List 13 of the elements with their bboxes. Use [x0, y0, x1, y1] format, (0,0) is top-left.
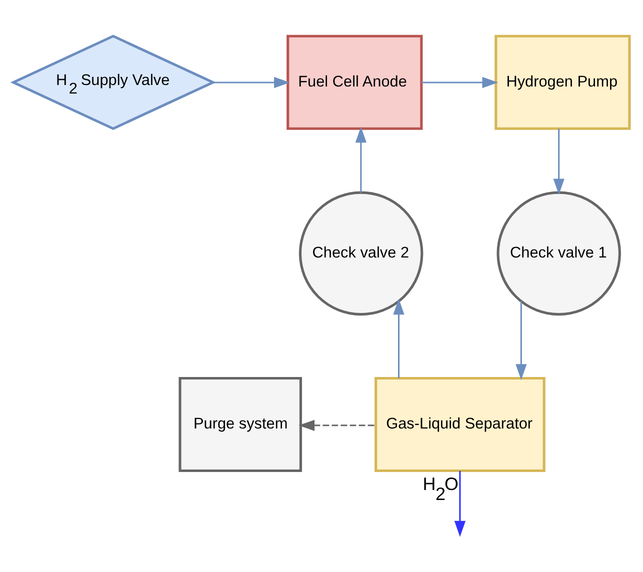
arrow [553, 128, 564, 195]
node-box: Purge system [178, 376, 302, 472]
arrow [355, 126, 367, 193]
arrow [298, 420, 376, 431]
node-box: Hydrogen Pump [494, 34, 631, 130]
arrow [212, 76, 290, 88]
arrow [422, 76, 498, 88]
node-circle: Check valve 1 [496, 191, 621, 316]
arrow [516, 301, 527, 380]
arrow [454, 470, 466, 537]
arrow [393, 298, 404, 378]
node-box: Fuel Cell Anode [286, 34, 423, 130]
node-box: Gas-Liquid Separator [374, 376, 546, 472]
